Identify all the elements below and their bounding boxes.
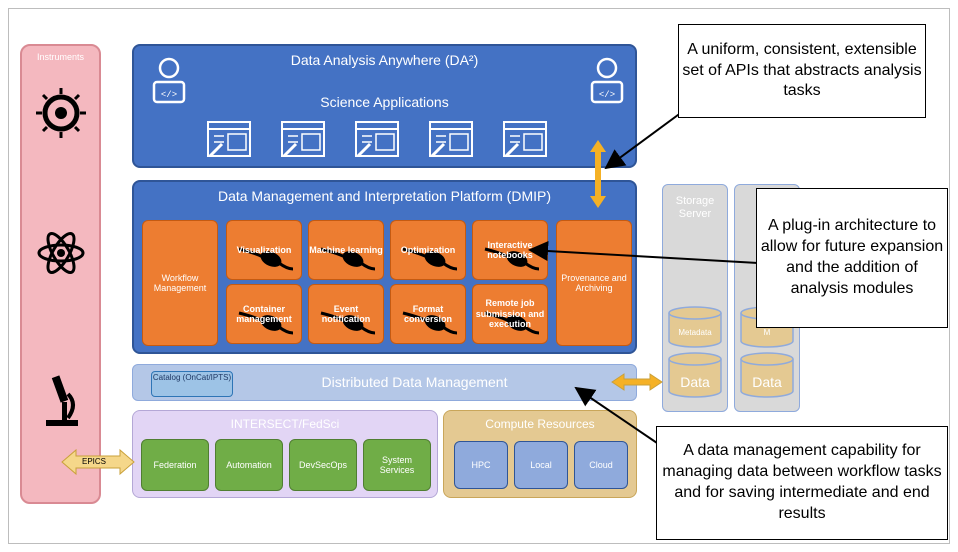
hpc-box: HPC: [454, 441, 508, 489]
plug-icon: [238, 247, 294, 271]
data-label-2: Data: [752, 374, 782, 390]
instruments-title: Instruments: [36, 52, 85, 62]
system-services-box: System Services: [363, 439, 431, 491]
visualization-module: Visualization: [226, 220, 302, 280]
datamgmt-callout: A data management capability for managin…: [656, 426, 948, 540]
local-box: Local: [514, 441, 568, 489]
instruments-panel: Instruments: [20, 44, 101, 504]
apis-pointer-line: [604, 111, 683, 170]
catalog-box: Catalog (OnCat/IPTS): [151, 371, 233, 397]
intersect-panel: INTERSECT/FedSci Federation Automation D…: [132, 410, 438, 498]
plug-icon: [402, 247, 458, 271]
plug-icon: [238, 311, 294, 335]
module-label: Visualization: [236, 244, 292, 255]
epics-label: EPICS: [82, 457, 107, 466]
remote-job-module: Remote job submission and execution: [472, 284, 548, 344]
container-management-module: Container management: [226, 284, 302, 344]
plug-icon: [320, 247, 376, 271]
user-left-icon: </>: [152, 57, 186, 104]
workflow-management-box: Workflow Management: [142, 220, 218, 346]
science-app-icon: [429, 121, 473, 158]
module-label: Remote job submission and execution: [475, 298, 545, 330]
svg-text:</>: </>: [599, 90, 615, 100]
data-label-1: Data: [680, 374, 710, 390]
module-label: Machine learning: [309, 244, 383, 255]
automation-box: Automation: [215, 439, 283, 491]
da2-panel: Data Analysis Anywhere (DA²) Science App…: [132, 44, 637, 168]
user-right-icon: </>: [590, 57, 624, 104]
module-label: Optimization: [400, 244, 456, 255]
epics-double-arrow: [61, 448, 135, 476]
plug-icon: [484, 311, 540, 335]
storage-title-1: Storage Server: [675, 195, 715, 221]
microscope-icon: [46, 375, 78, 426]
format-conversion-module: Format conversion: [390, 284, 466, 344]
apis-callout: A uniform, consistent, extensible set of…: [678, 24, 926, 118]
science-apps-label: Science Applications: [320, 94, 449, 110]
atom-icon: [37, 232, 85, 274]
detector-icon: [36, 88, 86, 138]
plugin-pointer-line: [528, 241, 759, 264]
machine-learning-module: Machine learning: [308, 220, 384, 280]
intersect-title: INTERSECT/FedSci: [230, 417, 340, 431]
storage-cylinders-1: Metadata Data: [668, 306, 722, 398]
science-app-icon: [503, 121, 547, 158]
plug-icon: [402, 311, 458, 335]
ddm-panel: Catalog (OnCat/IPTS) Distributed Data Ma…: [132, 364, 637, 401]
science-app-icon: [281, 121, 325, 158]
federation-box: Federation: [141, 439, 209, 491]
api-double-arrow: [590, 140, 606, 208]
module-label: Container management: [236, 303, 292, 324]
plug-icon: [320, 311, 376, 335]
ddm-title: Distributed Data Management: [321, 374, 508, 390]
science-app-icon: [207, 121, 251, 158]
plugin-callout: A plug-in architecture to allow for futu…: [756, 188, 948, 328]
dmip-title: Data Management and Interpretation Platf…: [217, 188, 552, 204]
storage-double-arrow: [611, 373, 663, 391]
provenance-box: Provenance and Archiving: [556, 220, 632, 346]
outer-frame: [8, 8, 950, 544]
dmip-panel: Data Management and Interpretation Platf…: [132, 180, 637, 354]
event-notification-module: Event notification: [308, 284, 384, 344]
module-label: Event notification: [321, 303, 371, 324]
storage-server-1: Storage Server Metadata Data: [662, 184, 728, 412]
module-label: Format conversion: [403, 303, 452, 324]
plug-icon: [484, 247, 540, 271]
compute-panel: Compute Resources HPC Local Cloud: [443, 410, 637, 498]
cloud-box: Cloud: [574, 441, 628, 489]
compute-title: Compute Resources: [485, 417, 595, 431]
devsecops-box: DevSecOps: [289, 439, 357, 491]
optimization-module: Optimization: [390, 220, 466, 280]
module-label: Interactive notebooks: [487, 239, 533, 260]
datamgmt-pointer-line: [574, 386, 661, 446]
metadata-label-1: Metadata: [678, 328, 712, 337]
science-app-icon: [355, 121, 399, 158]
da2-title: Data Analysis Anywhere (DA²): [290, 52, 479, 68]
metadata-label-2: M: [764, 328, 771, 337]
svg-text:</>: </>: [161, 90, 177, 100]
